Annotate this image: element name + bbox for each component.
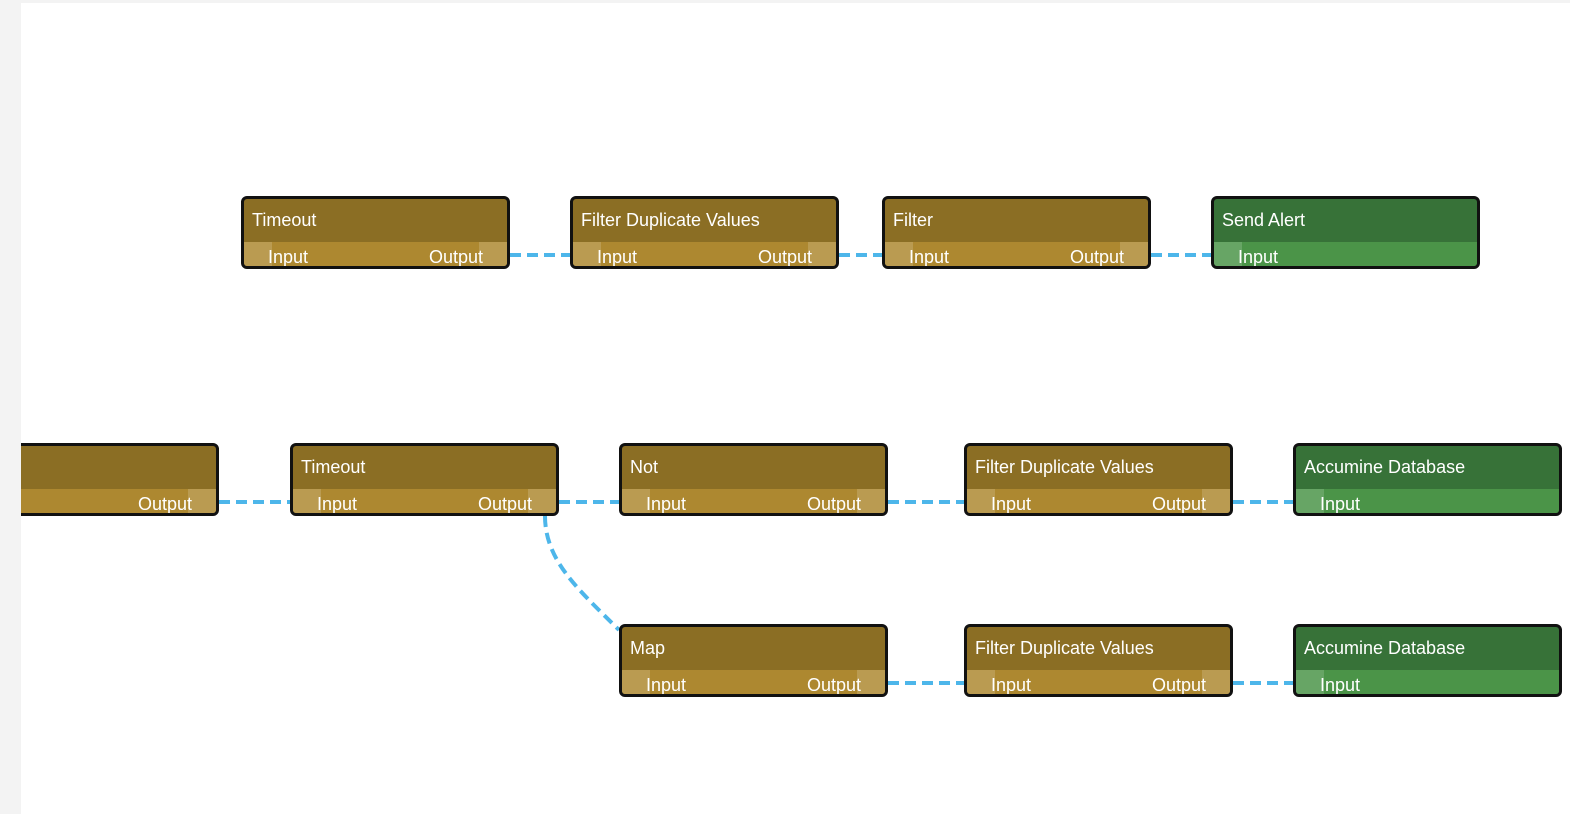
output-port[interactable] [528, 489, 556, 513]
node-filter-duplicate-values[interactable]: Filter Duplicate Values Input Output [570, 196, 839, 269]
output-port-label: Output [806, 675, 861, 695]
input-port-label: Input [317, 494, 358, 514]
node-title: Filter [893, 210, 933, 230]
output-port[interactable] [188, 489, 216, 513]
node-ports: Input [1296, 670, 1559, 695]
output-port-label: Output [806, 494, 861, 514]
output-port[interactable] [1202, 489, 1230, 513]
node-accumine-database[interactable]: Accumine Database Input [1293, 624, 1562, 697]
input-port-label: Input [646, 494, 687, 514]
output-port[interactable] [808, 242, 836, 266]
input-port[interactable] [622, 670, 650, 694]
output-port[interactable] [857, 670, 885, 694]
node-filter[interactable]: Filter Input Output [882, 196, 1151, 269]
input-port[interactable] [967, 670, 995, 694]
node-title: Timeout [252, 210, 317, 230]
input-port-label: Input [1320, 494, 1361, 514]
output-port-label: Output [477, 494, 532, 514]
node-title: Not [630, 457, 659, 477]
input-port[interactable] [1214, 242, 1242, 266]
input-port-label: Input [268, 247, 309, 267]
input-port-label: Input [991, 494, 1032, 514]
input-port-label: Input [1238, 247, 1279, 267]
node-ports: Input Output [967, 670, 1230, 695]
input-port-label: Input [646, 675, 687, 695]
input-port[interactable] [1296, 489, 1324, 513]
node-ports: Input [1296, 489, 1559, 514]
output-port-label: Output [137, 494, 192, 514]
node-ports: Output [21, 489, 216, 514]
connection-edge [543, 515, 621, 632]
output-port-label: Output [1151, 675, 1206, 695]
node-ports: Input [1214, 242, 1477, 267]
node-title [21, 446, 216, 489]
node-filter-duplicate-values[interactable]: Filter Duplicate Values Input Output [964, 624, 1233, 697]
node-ports: Input Output [967, 489, 1230, 514]
node-timeout[interactable]: Timeout Input Output [290, 443, 559, 516]
node-source[interactable]: Output [21, 443, 219, 516]
node-ports: Input Output [622, 489, 885, 514]
node-title: Map [630, 638, 666, 658]
flow-canvas[interactable]: Timeout Input Output Filter Duplicate Va… [21, 3, 1570, 814]
output-port-label: Output [1069, 247, 1124, 267]
node-accumine-database[interactable]: Accumine Database Input [1293, 443, 1562, 516]
node-filter-duplicate-values[interactable]: Filter Duplicate Values Input Output [964, 443, 1233, 516]
node-map[interactable]: Map Input Output [619, 624, 888, 697]
input-port-label: Input [991, 675, 1032, 695]
input-port[interactable] [967, 489, 995, 513]
output-port[interactable] [857, 489, 885, 513]
output-port[interactable] [479, 242, 507, 266]
input-port[interactable] [573, 242, 601, 266]
node-title: Timeout [301, 457, 366, 477]
output-port-label: Output [757, 247, 812, 267]
node-not[interactable]: Not Input Output [619, 443, 888, 516]
output-port[interactable] [1202, 670, 1230, 694]
node-title: Filter Duplicate Values [975, 457, 1154, 477]
output-port-label: Output [428, 247, 483, 267]
node-title: Send Alert [1222, 210, 1306, 230]
node-send-alert[interactable]: Send Alert Input [1211, 196, 1480, 269]
input-port-label: Input [909, 247, 950, 267]
node-ports: Input Output [293, 489, 556, 514]
input-port[interactable] [1296, 670, 1324, 694]
node-title: Filter Duplicate Values [581, 210, 760, 230]
node-title: Accumine Database [1304, 457, 1466, 477]
output-port-label: Output [1151, 494, 1206, 514]
node-title: Accumine Database [1304, 638, 1466, 658]
node-ports: Input Output [244, 242, 507, 267]
input-port[interactable] [885, 242, 913, 266]
input-port-label: Input [1320, 675, 1361, 695]
input-port[interactable] [622, 489, 650, 513]
node-ports: Input Output [573, 242, 836, 267]
input-port[interactable] [244, 242, 272, 266]
node-timeout[interactable]: Timeout Input Output [241, 196, 510, 269]
node-ports: Input Output [622, 670, 885, 695]
input-port-label: Input [597, 247, 638, 267]
node-title: Filter Duplicate Values [975, 638, 1154, 658]
output-port[interactable] [1120, 242, 1148, 266]
node-ports: Input Output [885, 242, 1148, 267]
input-port[interactable] [293, 489, 321, 513]
